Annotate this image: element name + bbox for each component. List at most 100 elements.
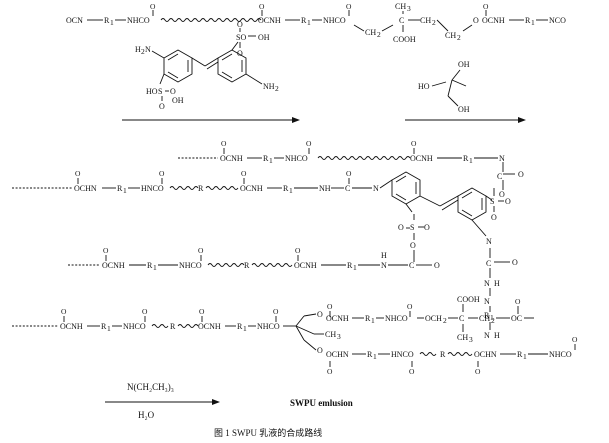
base-label: N(CH₂CH₃)₃: [127, 382, 174, 392]
svg-text:NHCO: NHCO: [385, 314, 408, 323]
methyl-label: CH: [395, 2, 406, 11]
svg-text:N: N: [486, 237, 492, 246]
svg-text:R: R: [517, 350, 523, 359]
svg-text:OCNH: OCNH: [60, 322, 83, 331]
svg-text:N: N: [484, 331, 490, 340]
svg-text:O: O: [237, 49, 243, 58]
svg-text:R: R: [440, 350, 446, 359]
svg-text:NHCO: NHCO: [123, 322, 146, 331]
svg-text:1: 1: [269, 156, 273, 165]
svg-text:R: R: [367, 350, 373, 359]
svg-text:O: O: [499, 190, 505, 199]
svg-text:OC: OC: [511, 314, 522, 323]
svg-text:O: O: [518, 170, 524, 179]
svg-text:OCH: OCH: [425, 314, 442, 323]
ocnh-label: OCNH: [258, 16, 281, 25]
svg-text:OCHN: OCHN: [74, 184, 97, 193]
svg-text:O: O: [411, 139, 417, 148]
svg-text:C: C: [497, 172, 502, 181]
svg-text:1: 1: [153, 263, 157, 272]
svg-text:1: 1: [523, 352, 527, 361]
svg-text:1: 1: [371, 316, 375, 325]
svg-text:O: O: [512, 258, 518, 267]
svg-text:2: 2: [432, 18, 436, 27]
product-stilbene-core: O S O O S O O N: [391, 171, 511, 262]
svg-text:H: H: [494, 279, 500, 288]
svg-text:N: N: [484, 279, 490, 288]
reactant-chain: OCN R 1 NHCO O OCNH O R 1 NHCO O CH 2 C …: [66, 2, 566, 44]
product-row-a: OCNH O R 1 NHCO O OCNH O R 1 N C O O: [178, 139, 524, 199]
reaction-arrow-1: [122, 117, 300, 123]
svg-text:O: O: [572, 335, 578, 344]
svg-text:NHCO: NHCO: [549, 350, 572, 359]
svg-text:R: R: [263, 154, 269, 163]
carbonyl-o: O: [150, 2, 156, 11]
product-urea-column: C O N H N R 1 N H: [484, 248, 518, 340]
svg-text:OCNH: OCNH: [326, 314, 349, 323]
nco-end: NCO: [549, 16, 566, 25]
svg-text:HNCO: HNCO: [391, 350, 414, 359]
product-row-c: OCNH O R 1 NHCO O R OCNH O R 1 N H C O: [68, 246, 440, 272]
svg-text:O: O: [241, 169, 247, 178]
svg-text:O: O: [295, 246, 301, 255]
stilbene-disulfonic-acid: H 2 N HO S O O OH SO OH O O: [135, 20, 279, 111]
svg-text:OH: OH: [172, 96, 184, 105]
svg-text:O: O: [473, 16, 479, 25]
svg-text:1: 1: [123, 186, 127, 195]
svg-text:OCNH: OCNH: [482, 16, 505, 25]
svg-text:O: O: [515, 297, 521, 306]
svg-text:OCNH: OCNH: [198, 322, 221, 331]
product-row-d: OCNH O R 1 NHCO O R OCNH O R 1 NHCO O O …: [12, 295, 578, 376]
svg-text:1: 1: [373, 352, 377, 361]
svg-text:O: O: [491, 213, 497, 222]
quaternary-c: C: [399, 16, 404, 25]
svg-text:HO: HO: [146, 87, 158, 96]
svg-text:C: C: [345, 184, 350, 193]
svg-text:O: O: [198, 246, 204, 255]
svg-text:2: 2: [457, 33, 461, 42]
svg-text:C: C: [486, 259, 491, 268]
svg-text:OCNH: OCNH: [102, 261, 125, 270]
svg-text:R: R: [484, 311, 490, 320]
svg-text:O: O: [221, 139, 227, 148]
svg-text:O: O: [346, 2, 352, 11]
svg-text:O: O: [410, 241, 416, 250]
svg-text:2: 2: [443, 316, 447, 325]
svg-text:1: 1: [110, 18, 114, 27]
svg-text:O: O: [317, 310, 323, 319]
svg-text:O: O: [327, 302, 333, 311]
svg-text:O: O: [346, 169, 352, 178]
svg-text:R: R: [117, 184, 123, 193]
svg-text:R: R: [347, 261, 353, 270]
svg-text:H: H: [135, 45, 141, 54]
svg-text:2: 2: [275, 84, 279, 93]
svg-text:R: R: [525, 16, 531, 25]
ocn-start: OCN: [66, 16, 83, 25]
svg-text:R: R: [101, 322, 107, 331]
svg-text:O: O: [407, 302, 413, 311]
svg-text:R: R: [283, 184, 289, 193]
svg-text:2: 2: [377, 30, 381, 39]
r1-label: R: [104, 16, 110, 25]
svg-text:O: O: [409, 367, 415, 376]
svg-text:R: R: [237, 322, 243, 331]
svg-text:N: N: [484, 297, 490, 306]
svg-text:O: O: [306, 139, 312, 148]
triol-reagent: OH HO OH: [418, 60, 470, 114]
svg-text:C: C: [459, 314, 464, 323]
svg-text:O: O: [237, 20, 243, 29]
svg-text:S: S: [490, 197, 494, 206]
svg-text:OCNH: OCNH: [410, 154, 433, 163]
svg-text:COOH: COOH: [457, 295, 480, 304]
svg-text:R: R: [170, 322, 176, 331]
svg-text:HO: HO: [418, 82, 430, 91]
svg-text:R: R: [365, 314, 371, 323]
svg-text:N: N: [381, 261, 387, 270]
svg-text:OH: OH: [458, 60, 470, 69]
svg-text:S: S: [158, 87, 162, 96]
reaction-arrow-2: [405, 117, 526, 123]
reaction-conditions: N(CH₂CH₃)₃ H₂O SWPU emlusion: [105, 382, 353, 420]
svg-text:OCHN: OCHN: [326, 350, 349, 359]
svg-text:1: 1: [353, 263, 357, 272]
svg-text:O: O: [327, 367, 333, 376]
